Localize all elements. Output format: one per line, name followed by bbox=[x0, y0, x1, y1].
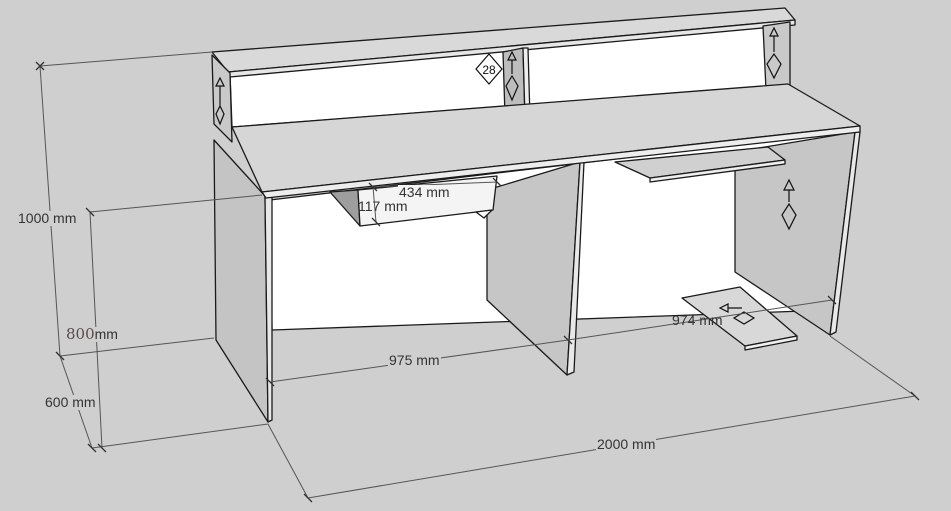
dim-line-floor-front bbox=[91, 423, 269, 449]
part-badge-diamond-icon bbox=[475, 53, 503, 85]
dim-unit-desk-height: mm bbox=[94, 326, 118, 342]
dim-line-desk-ext bbox=[89, 194, 263, 213]
part-badge-number: 28 bbox=[482, 63, 496, 77]
dim-line-width-ext-left bbox=[267, 423, 309, 499]
middle-panel bbox=[486, 161, 581, 376]
drawer-handle bbox=[475, 209, 493, 219]
dim-value-desk-height: 800 bbox=[66, 325, 95, 343]
dim-line-drawer-width bbox=[372, 181, 498, 188]
keyboard-tray-edge bbox=[649, 159, 786, 183]
dim-label-desk-height: 800mm bbox=[65, 327, 119, 342]
desk-top-front-edge bbox=[261, 125, 861, 199]
dim-line-drawer-height bbox=[372, 186, 377, 223]
dimension-tick-marks bbox=[35, 61, 920, 503]
hutch-left-side bbox=[211, 54, 233, 143]
dim-label-width: 2000 mm bbox=[596, 436, 657, 452]
arrow-marker-icon bbox=[215, 76, 225, 126]
dim-label-drawer-height: 117 mm bbox=[358, 198, 408, 214]
dim-line-top-ext bbox=[39, 51, 213, 67]
arrow-marker-icon bbox=[505, 50, 519, 102]
dim-label-left-bay: 975 mm bbox=[388, 352, 441, 368]
drawer-front bbox=[357, 175, 498, 227]
dim-label-drawer-width: 434 mm bbox=[398, 184, 451, 200]
arrow-marker-icon bbox=[718, 303, 756, 325]
arrow-marker-icon bbox=[766, 26, 782, 80]
dim-line-floor-left bbox=[59, 337, 215, 357]
arrow-marker-icon bbox=[781, 178, 797, 231]
dim-line-width-ext-right bbox=[829, 335, 916, 397]
dim-label-right-bay: 974 mm bbox=[672, 312, 723, 328]
dim-line-right-bay bbox=[567, 299, 833, 341]
floor-plate-edge bbox=[744, 335, 798, 351]
dim-label-total-height: 1000 mm bbox=[17, 210, 78, 226]
dim-label-depth: 600 mm bbox=[44, 394, 97, 410]
